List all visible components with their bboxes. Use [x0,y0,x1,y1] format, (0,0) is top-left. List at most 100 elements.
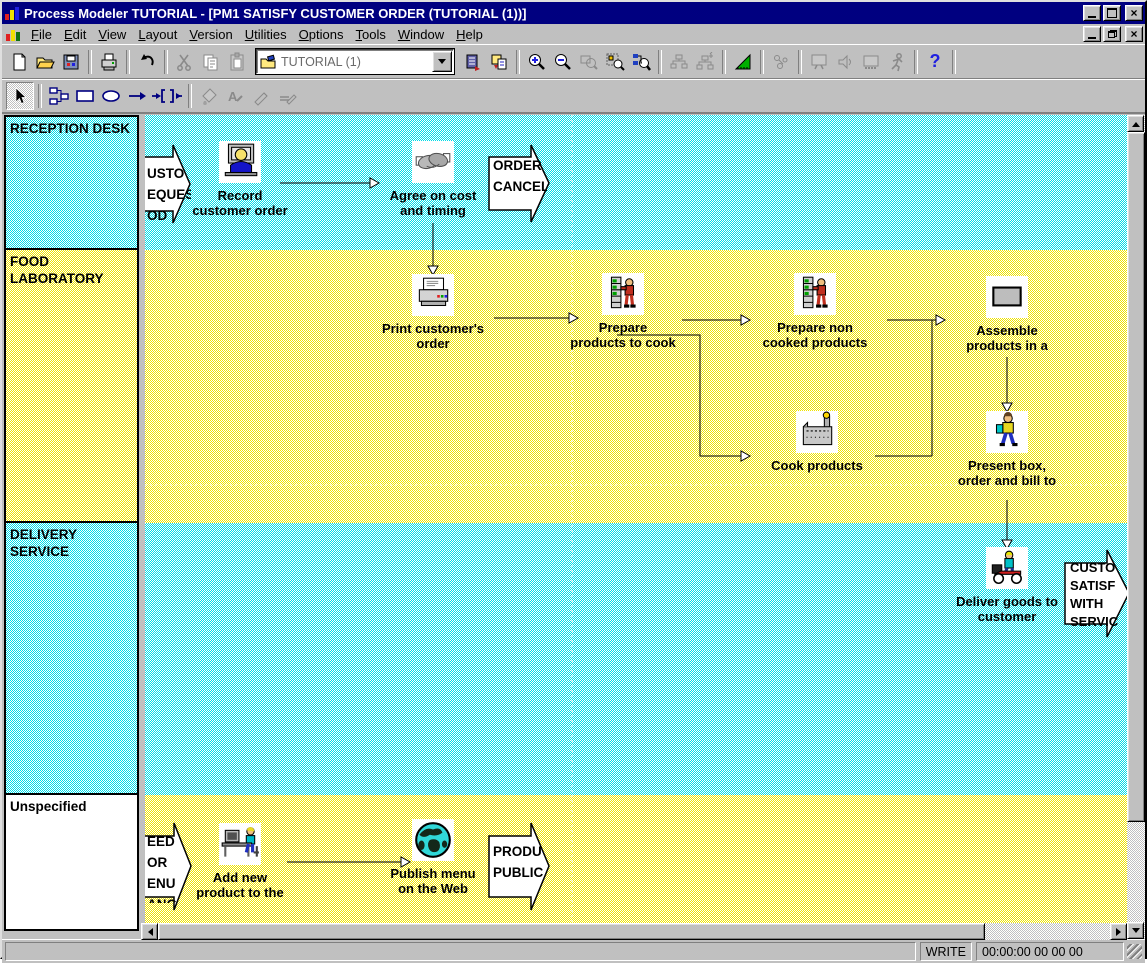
mdi-minimize-icon [1088,37,1096,39]
window-title: Process Modeler TUTORIAL - [PM1 SATISFY … [24,6,1081,21]
activity-tool-button[interactable] [72,83,98,109]
undo-button[interactable] [134,49,160,75]
process-tool-button[interactable] [46,83,72,109]
undo-icon [137,52,157,72]
vertical-scrollbar[interactable] [1127,115,1145,939]
measure-button[interactable] [730,49,756,75]
status-message-panel [5,942,916,961]
mdi-minimize-button[interactable] [1083,26,1101,42]
simulate-button[interactable] [768,49,794,75]
diagram-selector-value: TUTORIAL (1) [279,55,432,69]
maximize-button[interactable] [1103,5,1121,21]
fill-color-icon [199,86,219,106]
diagram-canvas[interactable]: USTO EQUES OD ORDER CANCEL CUSTO SATISF … [145,115,1127,923]
zoom-out-button[interactable] [550,49,576,75]
paste-icon [227,52,247,72]
lane-label-delivery-service[interactable]: DELIVERY SERVICE [6,523,137,795]
zoom-selection-button[interactable] [602,49,628,75]
lane-label-unspecified[interactable]: Unspecified [6,795,137,929]
document-icon-art [5,27,22,42]
menu-edit[interactable]: Edit [58,25,92,44]
scroll-left-button[interactable] [141,923,158,940]
menu-tools[interactable]: Tools [350,25,392,44]
lane-label-food-laboratory[interactable]: FOOD LABORATORY [6,250,137,523]
line-width-button[interactable] [274,83,300,109]
node-publish-menu-web[interactable]: Publish menu on the Web [363,819,503,896]
cut-button[interactable] [172,49,198,75]
menu-window[interactable]: Window [392,25,450,44]
toolbar-separator [760,50,764,74]
generate-report-button[interactable] [460,49,486,75]
zoom-out-icon [553,52,573,72]
font-button[interactable]: A [222,83,248,109]
horizontal-scrollbar[interactable] [141,923,1127,940]
svg-text:A: A [228,89,238,104]
combobox-dropdown-button[interactable] [432,51,452,72]
fill-color-button[interactable] [196,83,222,109]
event-tool-button[interactable] [98,83,124,109]
arrow-up-icon [1132,118,1140,127]
box-icon [986,276,1028,318]
menu-version[interactable]: Version [183,25,238,44]
app-icon[interactable] [4,6,20,21]
run-animation-button[interactable] [884,49,910,75]
paste-button[interactable] [224,49,250,75]
close-icon: × [1130,8,1137,18]
node-deliver-goods[interactable]: Deliver goods to customer [932,547,1082,624]
zoom-region-button[interactable] [576,49,602,75]
node-present-box-order-bill[interactable]: Present box, order and bill to [937,411,1077,488]
node-prepare-non-cooked[interactable]: Prepare non cooked products [745,273,885,350]
slideshow-button[interactable] [858,49,884,75]
minimize-button[interactable] [1083,5,1101,21]
resize-grip[interactable] [1127,944,1142,959]
select-tool-button[interactable] [6,82,34,110]
node-add-new-product[interactable]: Add new product to the [170,823,310,900]
print-button[interactable] [96,49,122,75]
menu-help[interactable]: Help [450,25,489,44]
menu-view[interactable]: View [92,25,132,44]
diagram-selector-combobox[interactable]: TUTORIAL (1) [256,49,454,74]
menu-utilities[interactable]: Utilities [239,25,293,44]
save-button[interactable] [58,49,84,75]
menu-layout[interactable]: Layout [132,25,183,44]
zoom-in-button[interactable] [524,49,550,75]
menu-options[interactable]: Options [293,25,350,44]
generate-model-button[interactable] [486,49,512,75]
lane-label-reception-desk[interactable]: RECEPTION DESK [6,117,137,250]
scroll-up-button[interactable] [1127,115,1144,132]
node-cook-products[interactable]: Cook products [747,411,887,473]
node-print-customer-order[interactable]: Print customer's order [363,274,503,351]
zoom-region-icon [579,52,599,72]
close-button[interactable]: × [1125,5,1143,21]
node-record-customer-order[interactable]: Record customer order [170,141,310,218]
status-bar: WRITE 00:00:00 00 00 00 [2,939,1145,963]
new-button[interactable] [6,49,32,75]
node-agree-cost-timing[interactable]: Agree on cost and timing [363,141,503,218]
document-icon[interactable] [5,27,22,42]
tree-expand-button[interactable] [692,49,718,75]
vertical-scroll-thumb[interactable] [1127,132,1145,822]
help-button[interactable]: ? [922,49,948,75]
horizontal-scroll-thumb[interactable] [158,923,985,940]
sound-button[interactable] [832,49,858,75]
interface-tool-button[interactable] [150,83,184,109]
mdi-close-button[interactable]: × [1125,26,1143,42]
mdi-restore-button[interactable] [1103,26,1121,42]
tree-collapse-button[interactable] [666,49,692,75]
mdi-close-icon: × [1130,29,1137,39]
speaker-icon [835,52,855,72]
line-style-button[interactable] [248,83,274,109]
zoom-tree-button[interactable] [628,49,654,75]
menu-file[interactable]: File [25,25,58,44]
scroll-down-button[interactable] [1127,922,1144,939]
presentation-button[interactable] [806,49,832,75]
node-prepare-products-to-cook[interactable]: Prepare products to cook [553,273,693,350]
scroll-right-button[interactable] [1110,923,1127,940]
node-assemble-products[interactable]: Assemble products in a [937,276,1077,353]
copy-button[interactable] [198,49,224,75]
flow-tool-button[interactable] [124,83,150,109]
arrow-right-icon [1116,928,1125,936]
courier-motorbike-icon [986,547,1028,589]
open-button[interactable] [32,49,58,75]
